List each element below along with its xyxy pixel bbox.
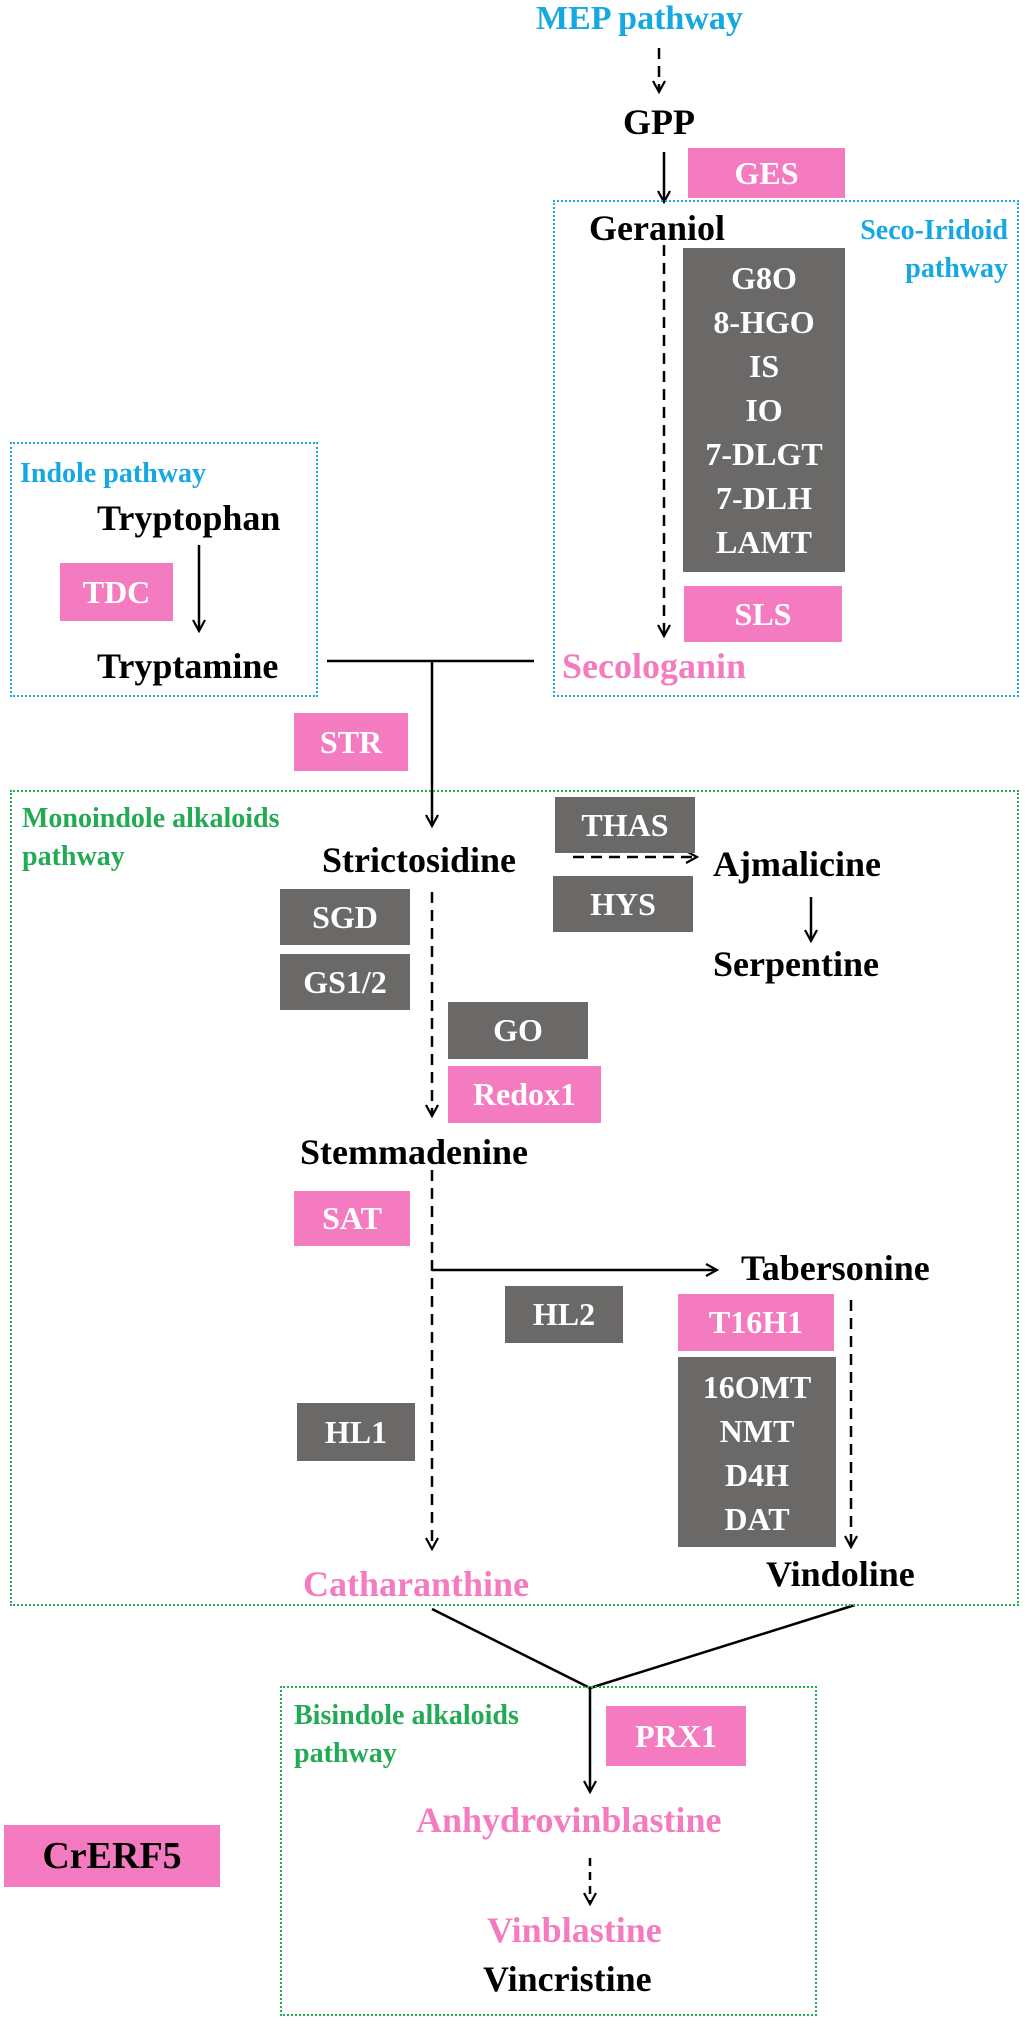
line-vindoline-merge [589, 1603, 856, 1690]
compound-tryptamine: Tryptamine [97, 646, 279, 686]
compound-ajmalicine: Ajmalicine [713, 844, 881, 884]
compound-geraniol: Geraniol [589, 208, 725, 248]
indole-title: Indole pathway [20, 458, 206, 489]
enzyme-is: IS [748, 348, 780, 384]
monoindole-title: Monoindole alkaloids pathway [22, 803, 280, 872]
enzyme-hys: HYS [553, 876, 693, 932]
enzyme-7dlh: 7-DLH [716, 480, 812, 516]
enzyme-dat: DAT [724, 1501, 790, 1537]
legend-crerf5: CrERF5 [4, 1825, 220, 1887]
indole-box [10, 442, 318, 697]
enzyme-go: GO [448, 1002, 588, 1059]
enzyme-redox1: Redox1 [448, 1066, 601, 1123]
compound-tabersonine: Tabersonine [741, 1248, 930, 1288]
enzyme-hl2: HL2 [505, 1286, 623, 1343]
compound-anhydrovinblastine: Anhydrovinblastine [416, 1800, 722, 1840]
line-catharanthine-merge [431, 1607, 591, 1690]
vindoline-enzyme-stack: 16OMT NMT D4H DAT [678, 1357, 836, 1547]
compound-vinblastine: Vinblastine [487, 1910, 662, 1950]
compound-tryptophan: Tryptophan [97, 498, 281, 538]
seco-iridoid-title: Seco-Iridoid pathway [860, 215, 1008, 284]
bisindole-title: Bisindole alkaloids pathway [294, 1700, 519, 1769]
compound-strictosidine: Strictosidine [322, 840, 516, 880]
compound-secologanin: Secologanin [562, 646, 747, 686]
compound-catharanthine: Catharanthine [303, 1564, 530, 1604]
enzyme-tdc: TDC [60, 563, 173, 621]
bisindole-box [280, 1686, 817, 2016]
compound-serpentine: Serpentine [713, 944, 879, 984]
enzyme-prx1: PRX1 [606, 1706, 746, 1766]
enzyme-ges: GES [688, 148, 845, 198]
enzyme-sgd: SGD [280, 889, 410, 945]
compound-stemmadenine: Stemmadenine [300, 1132, 528, 1172]
enzyme-d4h: D4H [725, 1457, 789, 1493]
enzyme-8hgo: 8-HGO [713, 304, 815, 340]
iridoid-enzyme-stack: G8O 8-HGO IS IO 7-DLGT 7-DLH LAMT [683, 248, 845, 572]
enzyme-sls: SLS [684, 586, 842, 642]
enzyme-str: STR [294, 713, 408, 771]
compound-gpp: GPP [623, 102, 695, 142]
compound-vincristine: Vincristine [483, 1959, 652, 1999]
enzyme-lamt: LAMT [716, 524, 812, 560]
enzyme-16omt: 16OMT [702, 1369, 812, 1405]
enzyme-7dlgt: 7-DLGT [705, 436, 823, 472]
enzyme-t16h1: T16H1 [678, 1294, 834, 1351]
monoindole-box [10, 790, 1019, 1606]
seco-iridoid-box [553, 200, 1019, 697]
mep-pathway-title: MEP pathway [536, 0, 743, 37]
enzyme-gs12: GS1/2 [280, 954, 410, 1010]
enzyme-io: IO [745, 392, 783, 428]
enzyme-g8o: G8O [731, 260, 797, 296]
enzyme-thas: THAS [555, 797, 695, 853]
enzyme-hl1: HL1 [297, 1403, 415, 1461]
compound-vindoline: Vindoline [766, 1554, 915, 1594]
enzyme-nmt: NMT [719, 1413, 795, 1449]
enzyme-sat: SAT [294, 1191, 410, 1246]
